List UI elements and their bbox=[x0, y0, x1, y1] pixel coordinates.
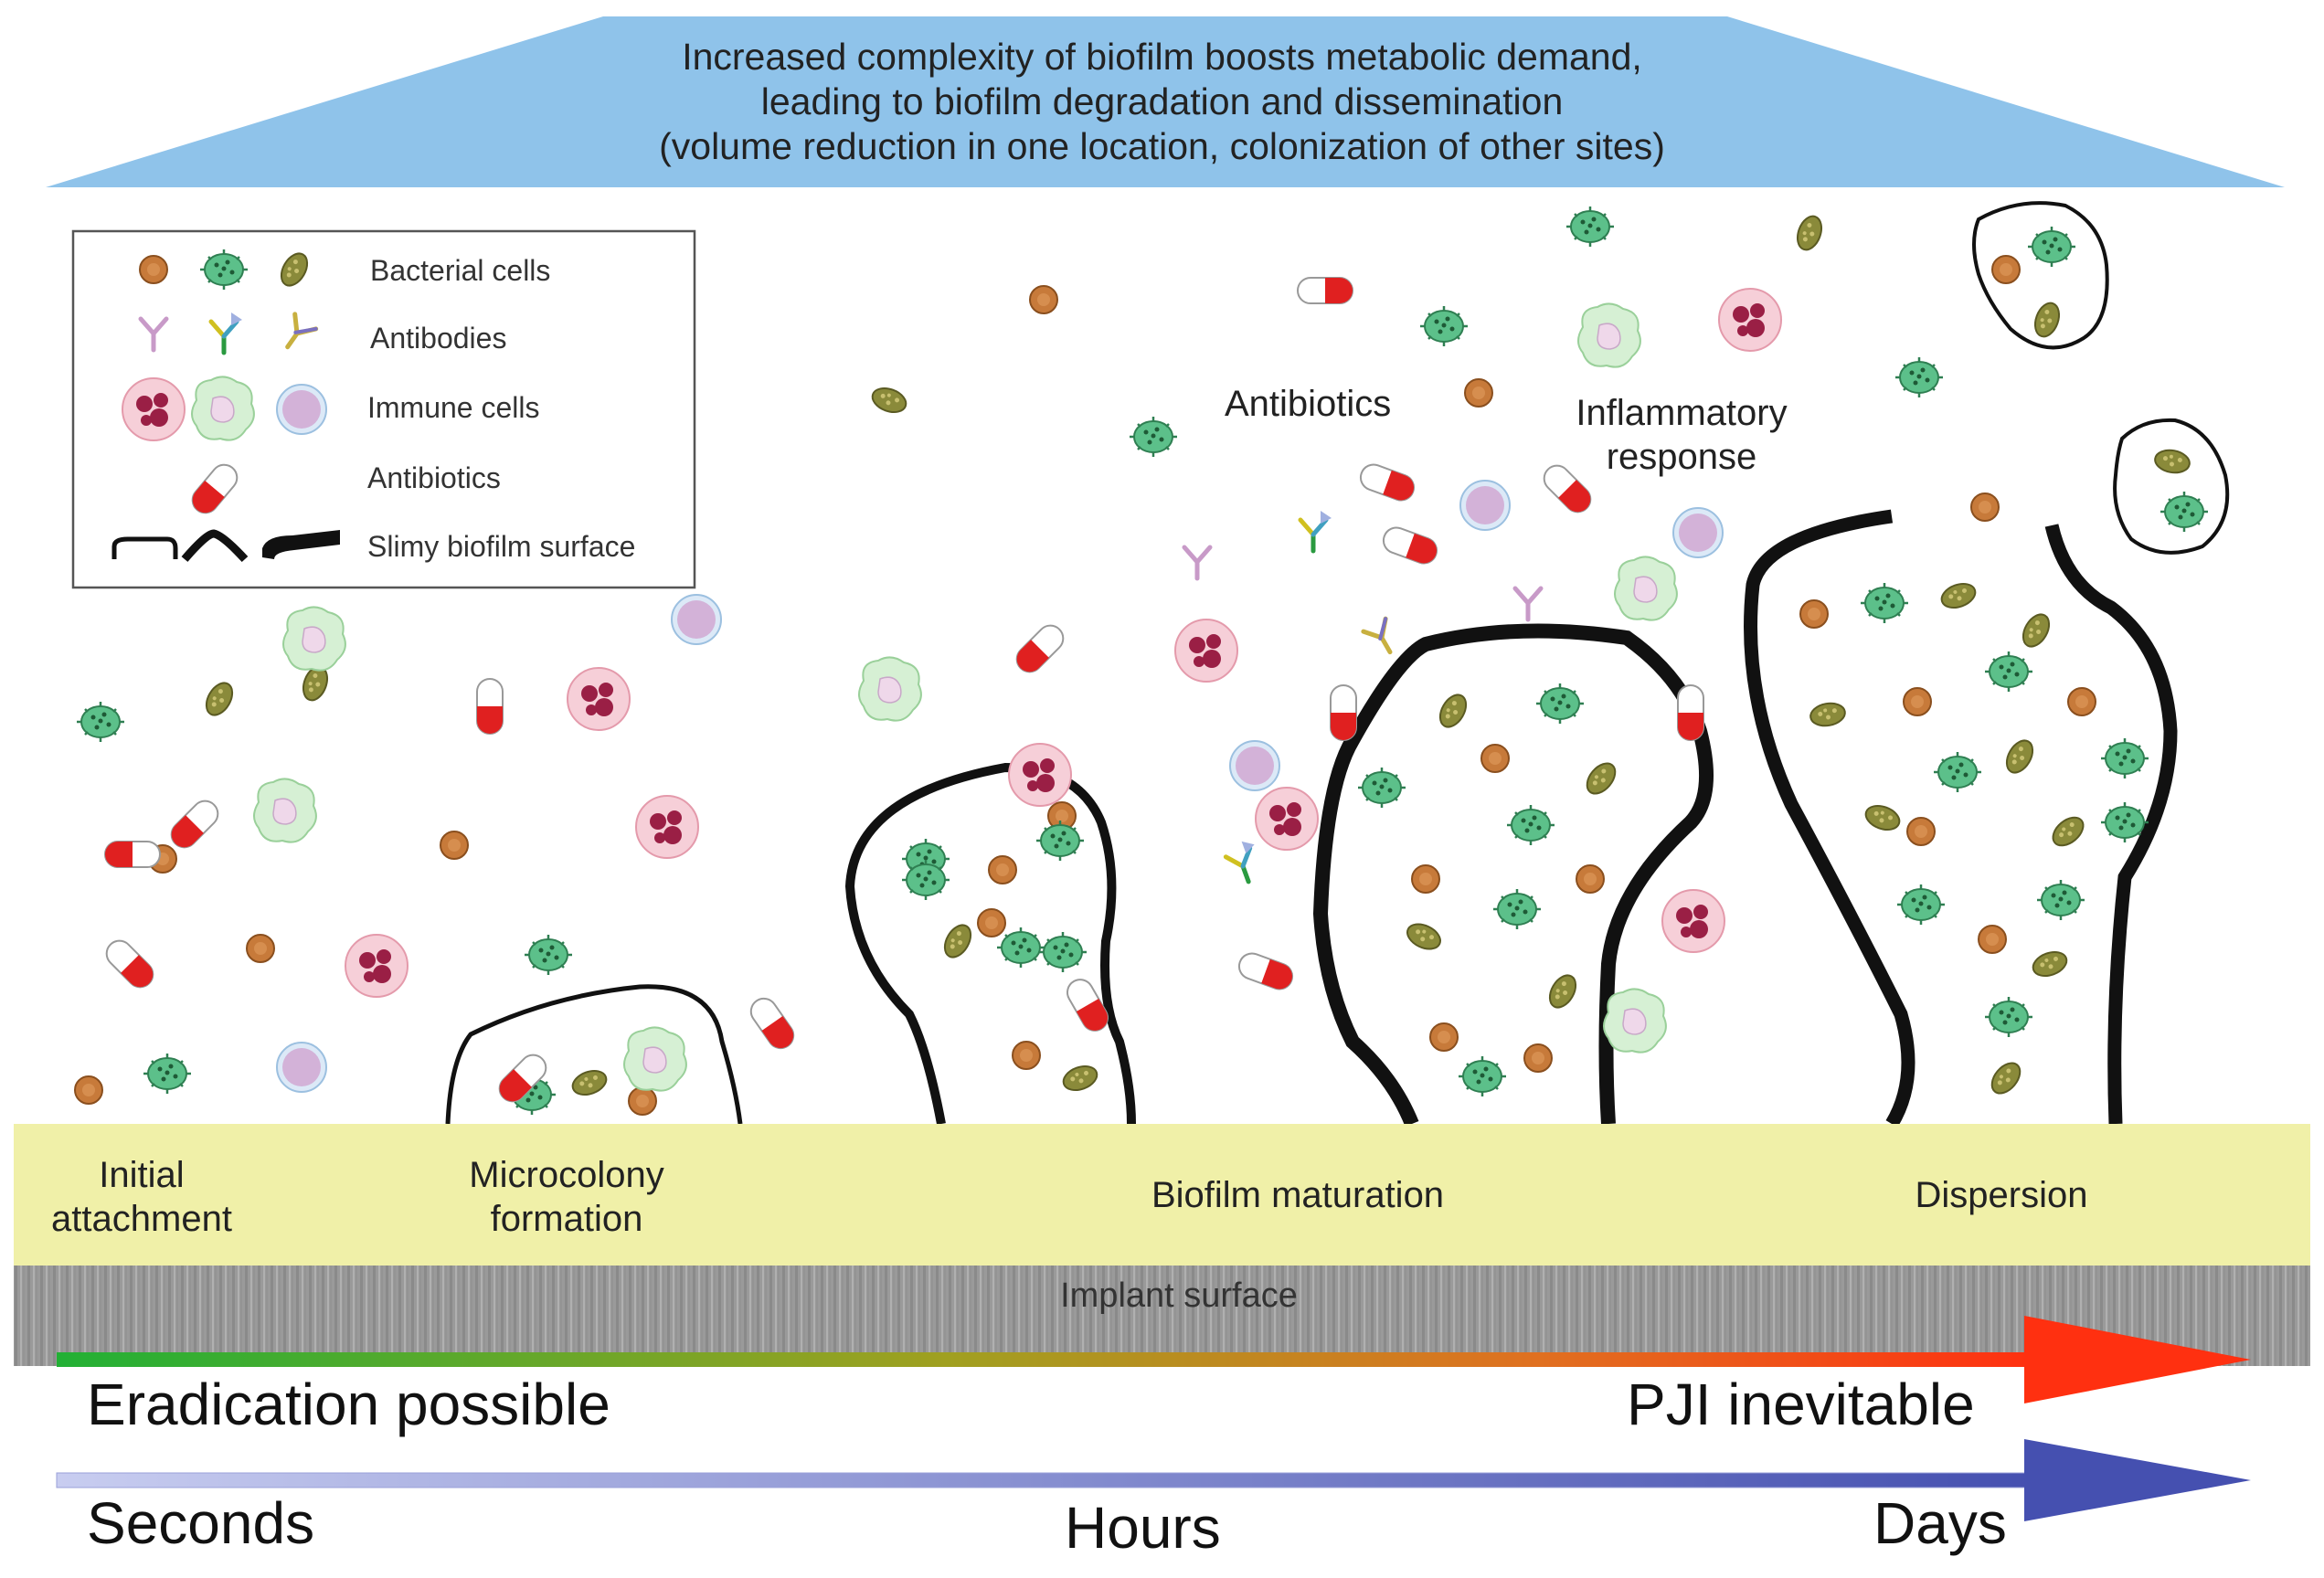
label-days: Days bbox=[1873, 1490, 2007, 1556]
header-banner bbox=[46, 16, 2285, 187]
label-eradication-possible: Eradication possible bbox=[87, 1371, 610, 1437]
time-arrow-head bbox=[2024, 1439, 2251, 1521]
time-arrow-shaft bbox=[56, 1472, 2033, 1488]
label-inflammatory-1: Inflammatory bbox=[1576, 393, 1788, 433]
dispersion-biofilm-left bbox=[1744, 509, 1915, 1128]
legend-label-biofilm: Slimy biofilm surface bbox=[367, 530, 636, 563]
risk-arrow-head bbox=[2024, 1316, 2251, 1403]
microcolony-outline bbox=[445, 984, 743, 1125]
legend-biofilm-thin-icon bbox=[111, 536, 178, 559]
dispersion-biofilm-right bbox=[2044, 524, 2178, 1125]
stage-microcolony-1: Microcolony bbox=[469, 1155, 664, 1195]
legend-label-antibodies: Antibodies bbox=[370, 322, 507, 355]
antibody-group bbox=[1184, 511, 1541, 886]
stage-maturation: Biofilm maturation bbox=[1151, 1175, 1445, 1215]
legend-label-immune: Immune cells bbox=[367, 391, 540, 424]
risk-arrow-shaft bbox=[57, 1352, 2032, 1367]
stage-microcolony-2: formation bbox=[490, 1199, 643, 1239]
legend-biofilm-medium-icon bbox=[181, 529, 249, 563]
label-antibiotics: Antibiotics bbox=[1225, 384, 1392, 424]
legend-bacteria-orange-icon bbox=[139, 255, 168, 284]
implant-surface bbox=[14, 1266, 2310, 1366]
maturation-biofilm-2 bbox=[1312, 623, 1714, 1128]
label-pji-inevitable: PJI inevitable bbox=[1627, 1371, 1975, 1437]
header-line-2: leading to biofilm degradation and disse… bbox=[760, 80, 1564, 122]
dispersed-cluster-1 bbox=[1972, 201, 2109, 350]
implant-surface-label: Implant surface bbox=[1060, 1276, 1298, 1315]
legend-macrophage-icon bbox=[191, 376, 255, 441]
label-hours: Hours bbox=[1065, 1495, 1221, 1561]
stage-initial-2: attachment bbox=[51, 1199, 232, 1239]
header-line-1: Increased complexity of biofilm boosts m… bbox=[682, 36, 1642, 78]
dispersed-cluster-2 bbox=[2113, 418, 2230, 555]
legend-label-antibiotics: Antibiotics bbox=[367, 461, 501, 494]
stage-initial-1: Initial bbox=[99, 1155, 185, 1195]
stage-band bbox=[14, 1124, 2310, 1266]
legend-label-bacterial: Bacterial cells bbox=[370, 254, 551, 287]
stage-dispersion: Dispersion bbox=[1915, 1175, 2088, 1215]
label-inflammatory-2: response bbox=[1606, 437, 1757, 477]
legend-lymphocyte-icon bbox=[276, 384, 327, 435]
legend-biofilm-thick-icon bbox=[262, 530, 340, 559]
legend-neutrophil-icon bbox=[122, 377, 186, 441]
label-seconds: Seconds bbox=[87, 1490, 315, 1556]
header-line-3: (volume reduction in one location, colon… bbox=[659, 125, 1665, 167]
